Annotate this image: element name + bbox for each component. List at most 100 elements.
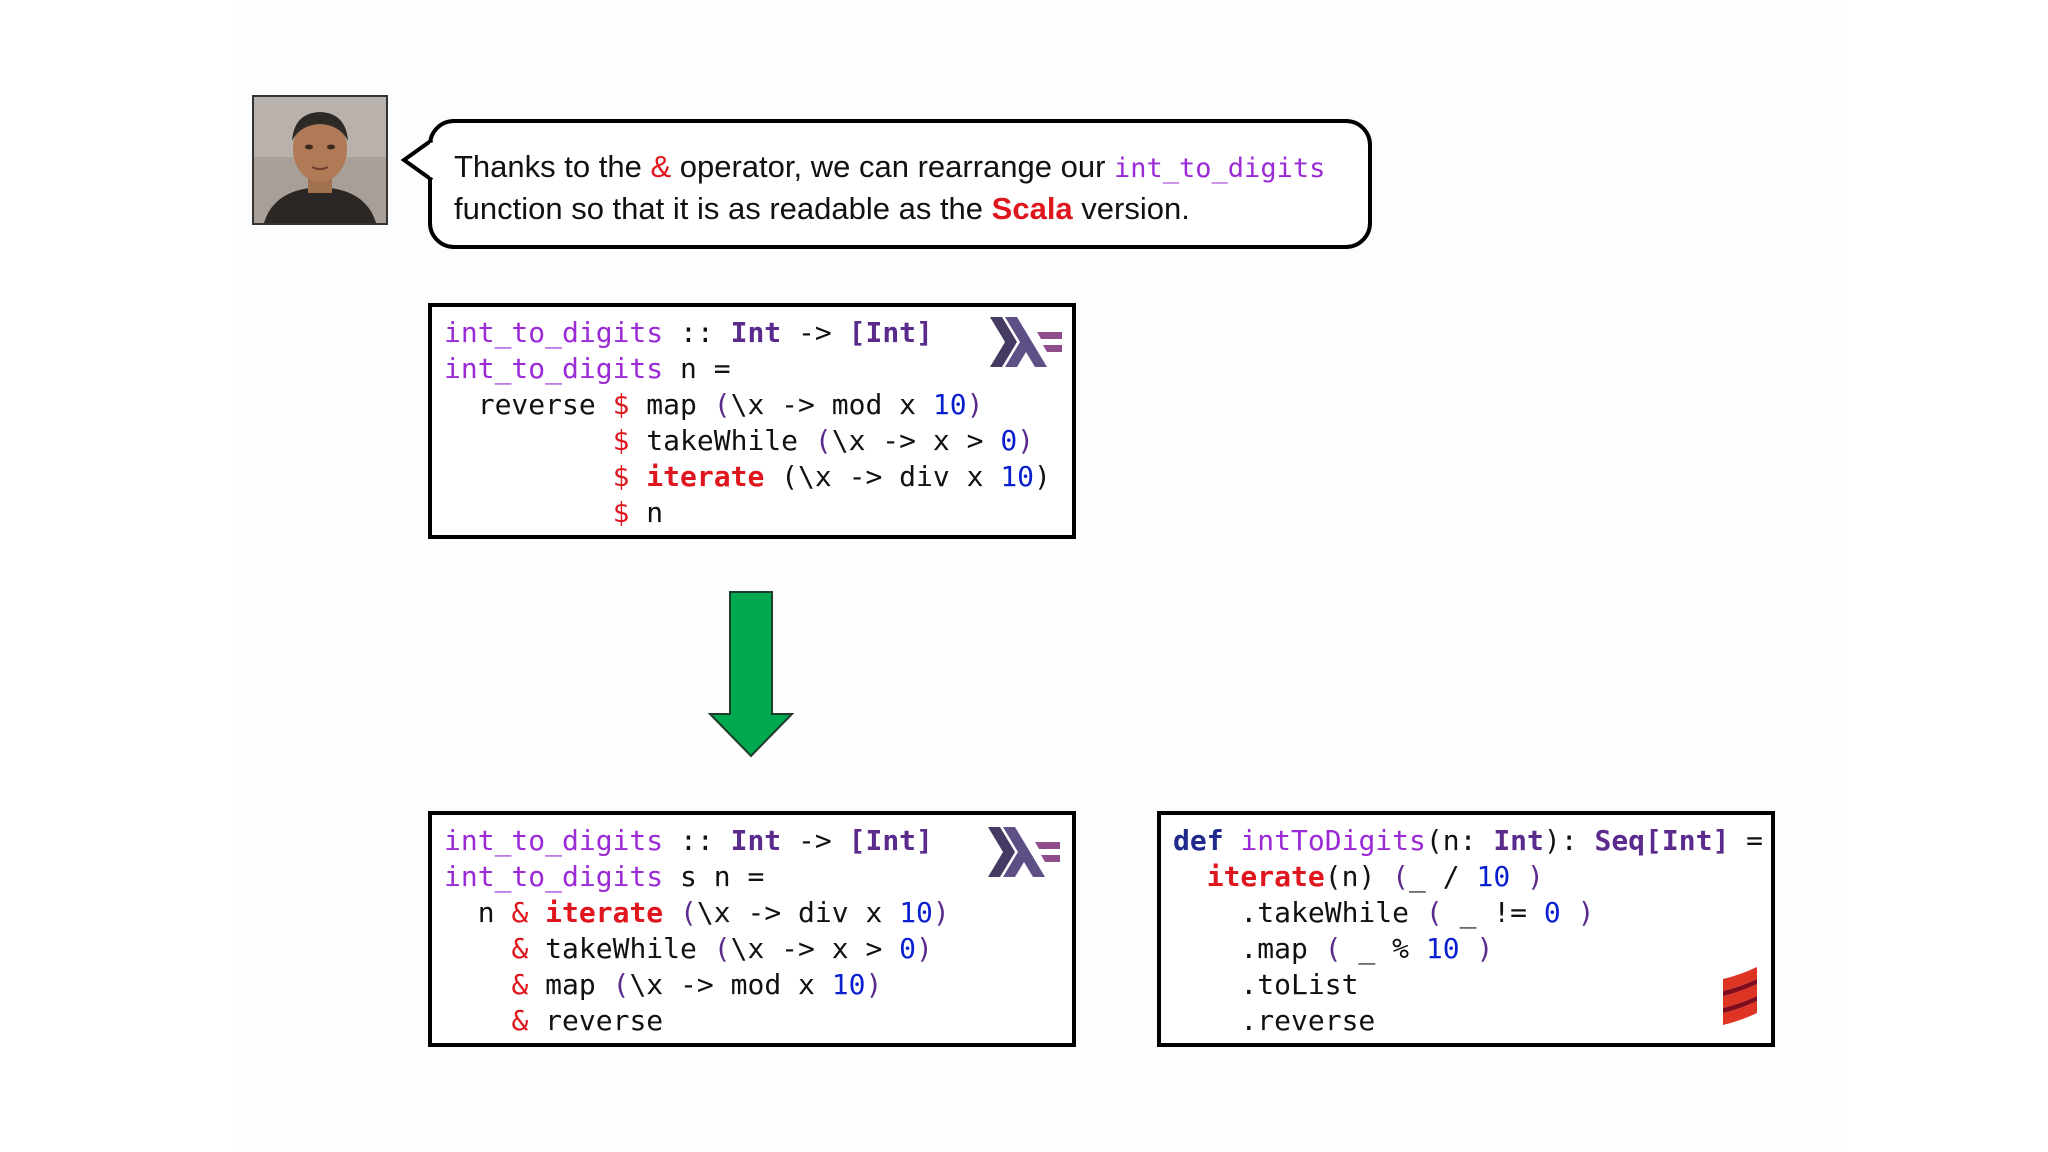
code-token: 10 xyxy=(899,896,933,929)
code-token: n xyxy=(444,896,512,929)
code-token: 0 xyxy=(899,932,917,965)
code-token: _ != xyxy=(1442,896,1544,929)
haskell-logo xyxy=(990,317,1062,367)
function-name-highlight: int_to_digits xyxy=(1114,153,1326,184)
code-token: Int xyxy=(730,824,782,857)
scala-highlight: Scala xyxy=(991,191,1073,226)
code-token xyxy=(444,496,613,529)
code-token: 0 xyxy=(1000,424,1018,457)
code-token: 10 xyxy=(932,388,967,421)
code-token: def xyxy=(1173,824,1224,857)
code-token: \x -> mod x xyxy=(730,388,933,421)
code-token xyxy=(663,896,680,929)
code-token: int_to_digits xyxy=(444,316,664,349)
code-token: [Int] xyxy=(848,824,933,857)
code-token: map xyxy=(629,388,714,421)
code-token: ( xyxy=(1392,860,1410,893)
speech-text-part: version. xyxy=(1072,191,1190,226)
code-block: int_to_digits :: Int -> [Int] int_to_dig… xyxy=(444,823,950,1039)
code-block: def intToDigits(n: Int): Seq[Int] = iter… xyxy=(1173,823,1763,1039)
code-token: int_to_digits xyxy=(444,824,664,857)
code-token: ( xyxy=(713,932,731,965)
code-token: 10 xyxy=(1425,932,1460,965)
code-token xyxy=(444,424,613,457)
code-token: & xyxy=(511,896,529,929)
code-token: :: xyxy=(663,824,731,857)
speech-text-part: operator, we can rearrange our xyxy=(671,149,1115,184)
code-token: reverse xyxy=(528,1004,664,1037)
code-token: Seq[Int] xyxy=(1594,824,1730,857)
code-token: n xyxy=(629,496,664,529)
code-token: -> xyxy=(781,316,849,349)
code-token: s n = xyxy=(663,860,765,893)
code-token xyxy=(1460,932,1477,965)
code-token: \x -> mod x xyxy=(629,968,832,1001)
code-token: ( xyxy=(680,896,697,929)
avatar xyxy=(252,95,388,225)
code-token: \x -> x > xyxy=(730,932,900,965)
code-token xyxy=(528,896,545,929)
code-token: takeWhile xyxy=(528,932,714,965)
scala-logo xyxy=(1723,967,1757,1025)
ampersand-highlight: & xyxy=(650,149,672,184)
code-token: ) xyxy=(1017,424,1035,457)
code-token: ( xyxy=(612,968,630,1001)
code-token xyxy=(444,968,511,1001)
code-token: ) xyxy=(1476,932,1494,965)
haskell-code-after: int_to_digits :: Int -> [Int] int_to_dig… xyxy=(428,811,1076,1047)
code-token xyxy=(444,1004,511,1037)
code-token: :: xyxy=(663,316,731,349)
code-token: ( xyxy=(713,388,731,421)
code-token xyxy=(1510,860,1527,893)
code-token: .reverse xyxy=(1173,1004,1376,1037)
code-token xyxy=(629,460,646,493)
haskell-code-before: int_to_digits :: Int -> [Int] int_to_dig… xyxy=(428,303,1076,539)
code-token: iterate xyxy=(545,896,664,929)
code-token: \x -> x > xyxy=(831,424,1001,457)
code-token: iterate xyxy=(1206,860,1325,893)
code-token: (\x -> div x xyxy=(764,460,1001,493)
code-token: Int xyxy=(730,316,782,349)
code-token: .toList xyxy=(1173,968,1359,1001)
code-token: [Int] xyxy=(848,316,933,349)
speech-bubble-tail xyxy=(400,138,434,182)
code-token: $ xyxy=(612,424,630,457)
code-token: ) xyxy=(865,968,883,1001)
code-token: .takeWhile xyxy=(1173,896,1426,929)
code-token: $ xyxy=(612,388,630,421)
code-token: Int xyxy=(1493,824,1544,857)
code-token: & xyxy=(511,968,529,1001)
code-block: int_to_digits :: Int -> [Int] int_to_dig… xyxy=(444,315,1051,531)
code-token: 10 xyxy=(1000,460,1035,493)
code-token: \x -> div x xyxy=(696,896,900,929)
code-token: intToDigits xyxy=(1240,824,1426,857)
code-token: ): xyxy=(1543,824,1595,857)
code-token: & xyxy=(511,932,529,965)
code-token xyxy=(444,460,613,493)
code-token: reverse xyxy=(444,388,613,421)
scala-code: def intToDigits(n: Int): Seq[Int] = iter… xyxy=(1157,811,1775,1047)
code-token: ( xyxy=(1425,896,1443,929)
code-token: ) xyxy=(1034,460,1051,493)
code-token: -> xyxy=(781,824,849,857)
code-token: ) xyxy=(1577,896,1595,929)
code-token: $ xyxy=(612,496,630,529)
code-token: ( xyxy=(1324,932,1342,965)
code-token: ) xyxy=(1527,860,1544,893)
speech-bubble: Thanks to the & operator, we can rearran… xyxy=(428,119,1372,249)
code-token: ) xyxy=(916,932,933,965)
code-token: int_to_digits xyxy=(444,352,664,385)
code-token: $ xyxy=(612,460,630,493)
code-token: map xyxy=(528,968,613,1001)
code-token xyxy=(1224,824,1241,857)
code-token: (n: xyxy=(1425,824,1494,857)
code-token: takeWhile xyxy=(629,424,815,457)
speech-text-part: function so that it is as readable as th… xyxy=(454,191,992,226)
code-token: _ / xyxy=(1409,860,1477,893)
code-token: = xyxy=(1729,824,1764,857)
code-token: ( xyxy=(814,424,832,457)
code-token: ) xyxy=(932,896,950,929)
code-token: 0 xyxy=(1543,896,1561,929)
code-token xyxy=(1173,860,1207,893)
avatar-photo xyxy=(254,97,386,223)
